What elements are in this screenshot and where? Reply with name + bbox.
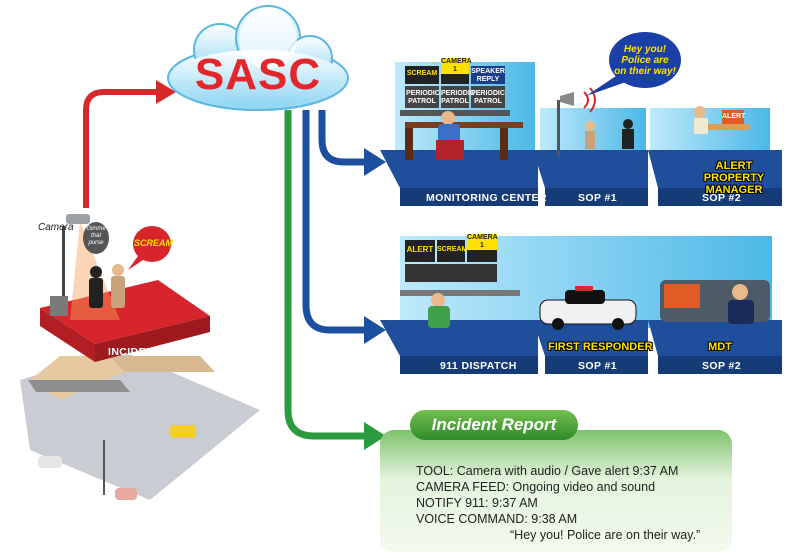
mdt-scene bbox=[660, 280, 770, 324]
desk bbox=[405, 122, 523, 128]
monitoring-center-scene bbox=[400, 66, 523, 160]
monitor-speaker-reply: SPEAKER REPLY bbox=[471, 68, 505, 83]
monitoring-center-label: MONITORING CENTER bbox=[426, 192, 547, 204]
sop2-row1-label: SOP #2 bbox=[702, 192, 741, 204]
dispatch-desk bbox=[400, 290, 520, 296]
alert-property-manager-label: ALERT PROPERTY MANAGER bbox=[703, 160, 765, 196]
loudspeaker-pole bbox=[557, 100, 560, 156]
monitor-scream: SCREAM bbox=[406, 70, 438, 77]
red-arrow bbox=[83, 80, 176, 208]
sop2-platform-row2 bbox=[648, 320, 782, 356]
incident-platform bbox=[40, 280, 210, 344]
sop2-row1-scene bbox=[694, 106, 750, 134]
monitor-periodic-patrol-2: PERIODIC PATROL bbox=[441, 90, 475, 105]
yellow-car bbox=[170, 425, 196, 438]
sop2-platform-row1 bbox=[648, 150, 782, 188]
monitor-periodic-patrol-1: PERIODIC PATROL bbox=[406, 90, 440, 105]
camera-pole bbox=[62, 226, 65, 308]
report-line-voice-command: VOICE COMMAND: 9:38 AM bbox=[416, 512, 578, 526]
monitor-scream-dispatch: SCREAM bbox=[437, 246, 468, 253]
camera-label: Camera bbox=[38, 222, 74, 233]
report-line-notify-911: NOTIFY 911: 9:37 AM bbox=[416, 496, 538, 510]
sop1-row1-label: SOP #1 bbox=[578, 192, 617, 204]
report-line-tool: TOOL: Camera with audio / Gave alert 9:3… bbox=[416, 464, 679, 478]
sop1-platform-row1 bbox=[533, 150, 648, 188]
victim-figure bbox=[111, 276, 125, 308]
sasc-cloud bbox=[167, 5, 349, 111]
report-line-camera-feed: CAMERA FEED: Ongoing video and sound bbox=[416, 480, 656, 494]
thief-speech-text: Gimme that purse bbox=[86, 226, 106, 246]
incident-report-panel bbox=[380, 430, 732, 552]
chair bbox=[436, 140, 464, 160]
manager-desk bbox=[700, 124, 750, 130]
mdt-screen bbox=[664, 284, 700, 308]
monitor-alert: ALERT bbox=[406, 245, 434, 254]
manager-figure bbox=[694, 118, 708, 134]
dispatch-platform bbox=[380, 320, 538, 356]
officer-figure bbox=[728, 300, 754, 324]
white-car bbox=[38, 456, 62, 468]
green-arrow bbox=[284, 110, 386, 450]
incident-report-title: Incident Report bbox=[410, 410, 578, 440]
monitoring-center-platform bbox=[380, 150, 538, 188]
dispatch-label: 911 DISPATCH bbox=[440, 360, 517, 372]
blue-arrow-upper bbox=[318, 110, 386, 176]
sop2-row2-label: SOP #2 bbox=[702, 360, 741, 372]
loudspeaker-speech-bubble bbox=[609, 32, 681, 88]
pink-car bbox=[115, 488, 137, 500]
victim-speech-text: SCREAM bbox=[134, 238, 174, 248]
loudspeaker-icon bbox=[560, 92, 574, 106]
incident-scene bbox=[20, 214, 260, 500]
blue-arrow-lower bbox=[302, 110, 386, 344]
sop1-row2-label: SOP #1 bbox=[578, 360, 617, 372]
alert-screen-text: ALERT bbox=[722, 113, 746, 120]
first-responder-scene bbox=[539, 286, 637, 330]
thief-figure bbox=[89, 278, 103, 308]
sasc-label: SASC bbox=[194, 50, 322, 99]
first-responder-label: FIRST RESPONDER bbox=[548, 341, 653, 353]
sop1-row1-scene bbox=[557, 32, 681, 156]
dispatch-scene bbox=[400, 240, 520, 328]
row1-panels bbox=[380, 62, 782, 206]
alert-screen bbox=[722, 110, 744, 124]
report-line-quote: “Hey you! Police are on their way.” bbox=[510, 528, 701, 542]
incident-label: INCIDENT bbox=[108, 346, 161, 358]
monitor-periodic-patrol-3: PERIODIC PATROL bbox=[471, 90, 505, 105]
victim-speech-bubble bbox=[133, 226, 171, 262]
dispatcher-figure bbox=[428, 306, 450, 328]
thief-speech-bubble bbox=[83, 222, 109, 254]
camera-icon bbox=[66, 214, 90, 224]
monitor-camera1-dispatch: CAMERA 1 bbox=[467, 234, 498, 250]
mdt-label: MDT bbox=[708, 341, 732, 353]
monitor-camera1: CAMERA 1 bbox=[441, 58, 472, 74]
loudspeaker-speech-text: Hey you! Police are on their way! bbox=[614, 44, 676, 77]
